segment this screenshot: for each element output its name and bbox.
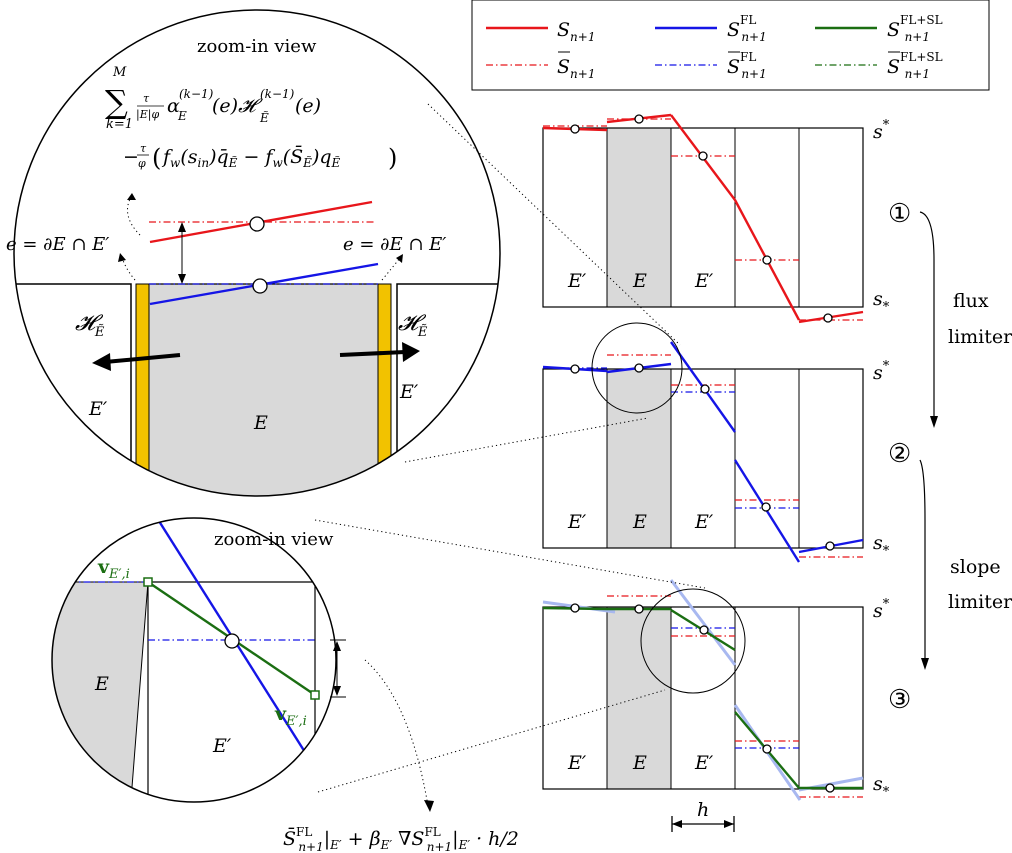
- zoom-top-e-prime-left: E′: [88, 398, 108, 420]
- p2-label-e: E: [632, 511, 647, 533]
- p3-label-e: E: [632, 752, 647, 774]
- zoom-top-e: E: [253, 412, 268, 434]
- cell-e-shaded-3: [606, 606, 672, 790]
- p2-s-lower: s*: [873, 532, 890, 559]
- p1-label-e-prime-right: E′: [694, 270, 714, 292]
- flux-symbol-left: 𝓗Ẽ: [75, 311, 105, 340]
- p3-label-e-prime-right: E′: [694, 752, 714, 774]
- svg-text:α: α: [167, 95, 180, 117]
- svg-text:∑: ∑: [105, 83, 128, 121]
- step-3-marker: ③: [888, 685, 911, 715]
- p1-s-lower: s*: [873, 288, 890, 315]
- zoom-top-title: zoom-in view: [197, 36, 317, 57]
- h-label: h: [697, 799, 709, 821]
- p2-label-e-prime-right: E′: [694, 511, 714, 533]
- zoom-bottom-e: E: [94, 673, 109, 695]
- zoom-bottom-title: zoom-in view: [214, 529, 334, 550]
- step-2-marker: ②: [888, 439, 911, 469]
- panel-1: E′ E E′ s* s*: [542, 113, 890, 324]
- steps: ① flux limiter ② slope limiter ③: [888, 199, 1012, 715]
- flux-symbol-right: 𝓗Ẽ: [398, 311, 428, 340]
- svg-text:(e)𝓗: (e)𝓗: [212, 95, 263, 117]
- svg-text:(k−1): (k−1): [179, 87, 214, 101]
- svg-text:−: −: [123, 146, 139, 168]
- cell-e-shaded-2: [606, 368, 672, 549]
- slope-label-1: slope: [950, 556, 1001, 578]
- svg-text:τ: τ: [140, 142, 147, 155]
- step-1-marker: ①: [888, 199, 911, 229]
- svg-text:|E|φ: |E|φ: [136, 108, 159, 122]
- vertex-label-bottom: vE′,i: [274, 703, 307, 729]
- vertex-label-top: vE′,i: [97, 556, 130, 582]
- h-dimension: h: [671, 799, 735, 832]
- p3-label-e-prime-left: E′: [567, 752, 587, 774]
- svg-text:(k−1): (k−1): [260, 87, 295, 101]
- slope-label-2: limiter: [948, 591, 1012, 613]
- panel-2: E′ E E′ s* s*: [542, 322, 890, 563]
- zoom-bottom-e-prime: E′: [212, 735, 232, 757]
- svg-text:k=1: k=1: [106, 117, 133, 132]
- zoom-top-edge-left: e = ∂E ∩ E′: [6, 234, 109, 255]
- zoom-top-edge-right: e = ∂E ∩ E′: [343, 234, 446, 255]
- zoom-top: zoom-in view M ∑ k=1 τ |E|φ α (k−1) E (e…: [6, 9, 681, 497]
- svg-text:(: (: [152, 144, 161, 172]
- p3-s-upper: s*: [873, 597, 890, 622]
- zoom-top-e-prime-right: E′: [399, 381, 419, 403]
- p1-label-e-prime-left: E′: [567, 270, 587, 292]
- svg-text:Ẽ: Ẽ: [259, 110, 269, 125]
- p2-s-upper: s*: [873, 359, 890, 384]
- svg-text:M: M: [112, 65, 127, 80]
- svg-text:E: E: [177, 109, 187, 123]
- flux-label-1: flux: [953, 290, 989, 312]
- p2-label-e-prime-left: E′: [567, 511, 587, 533]
- svg-text:φ: φ: [138, 157, 146, 170]
- zoom-top-formula: M ∑ k=1 τ |E|φ α (k−1) E (e)𝓗 (k−1) Ẽ (e…: [105, 65, 397, 172]
- p3-s-lower: s*: [873, 773, 890, 800]
- svg-text:(e): (e): [295, 95, 321, 117]
- svg-text:fw(sin)q̄Ẽ − fw(S̄Ẽ)qẼ: fw(sin)q̄Ẽ − fw(S̄Ẽ)qẼ: [161, 145, 341, 170]
- flux-label-2: limiter: [948, 326, 1012, 348]
- svg-text:τ: τ: [143, 92, 150, 105]
- p1-label-e: E: [632, 270, 647, 292]
- panel-3: E′ E E′ s* s* h: [542, 579, 890, 832]
- svg-text:): ): [388, 144, 397, 172]
- p1-s-upper: s*: [873, 118, 890, 143]
